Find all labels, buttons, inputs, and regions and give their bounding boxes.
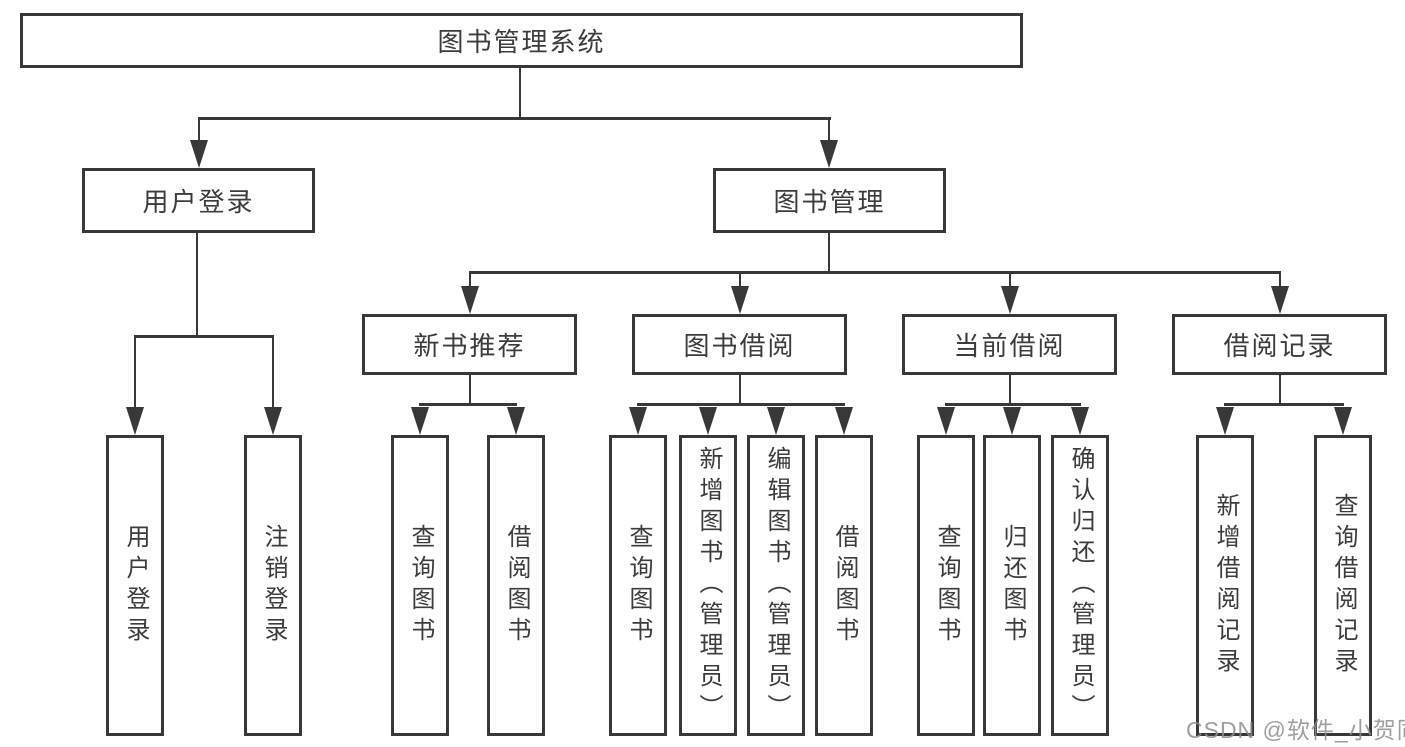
leaf-borrow-books-2-label: 借阅图书 xyxy=(831,523,858,648)
leaf-return-books: 归还图书 xyxy=(983,435,1041,736)
connector-line xyxy=(272,335,274,412)
node-root-label: 图书管理系统 xyxy=(437,27,606,57)
connector-line xyxy=(469,271,1281,274)
node-book-borrow: 图书借阅 xyxy=(632,314,847,375)
connector-line xyxy=(519,68,521,118)
arrowhead xyxy=(835,407,853,435)
arrowhead xyxy=(937,407,955,435)
connector-line xyxy=(739,375,741,404)
leaf-edit-books-admin-label: 编辑图书（管理员） xyxy=(763,446,790,725)
arrowhead xyxy=(264,407,282,435)
connector-line xyxy=(1279,375,1281,404)
leaf-user-login: 用户登录 xyxy=(106,435,164,736)
arrowhead xyxy=(820,140,838,168)
leaf-user-login-label: 用户登录 xyxy=(122,523,149,648)
node-borrow-records-label: 借阅记录 xyxy=(1223,331,1336,361)
connector-line xyxy=(945,403,1081,406)
connector-line xyxy=(198,117,831,120)
arrowhead xyxy=(190,140,208,168)
arrowhead xyxy=(1271,286,1289,314)
connector-line xyxy=(739,271,741,289)
arrowhead xyxy=(767,407,785,435)
leaf-query-borrow-record: 查询借阅记录 xyxy=(1314,435,1372,736)
node-current-borrow: 当前借阅 xyxy=(902,314,1117,375)
leaf-borrow-books-1: 借阅图书 xyxy=(487,435,545,736)
leaf-query-books-3: 查询图书 xyxy=(917,435,975,736)
node-current-borrow-label: 当前借阅 xyxy=(953,331,1066,361)
node-book-management-label: 图书管理 xyxy=(773,187,886,217)
arrowhead xyxy=(1071,407,1089,435)
leaf-return-books-label: 归还图书 xyxy=(999,523,1026,648)
arrowhead xyxy=(629,407,647,435)
arrowhead xyxy=(1001,286,1019,314)
node-user-login: 用户登录 xyxy=(82,168,315,233)
leaf-logout-label: 注销登录 xyxy=(260,523,287,648)
leaf-logout: 注销登录 xyxy=(244,435,302,736)
node-new-book-recommend: 新书推荐 xyxy=(362,314,577,375)
csdn-watermark: CSDN @软件_小贺同学 xyxy=(1186,717,1405,743)
leaf-edit-books-admin: 编辑图书（管理员） xyxy=(747,435,805,736)
arrowhead xyxy=(461,286,479,314)
leaf-add-books-admin-label: 新增图书（管理员） xyxy=(695,446,722,725)
connector-line xyxy=(1009,271,1011,289)
leaf-add-books-admin: 新增图书（管理员） xyxy=(679,435,737,736)
leaf-add-borrow-record-label: 新增借阅记录 xyxy=(1212,492,1239,679)
leaf-confirm-return-admin: 确认归还（管理员） xyxy=(1051,435,1109,736)
leaf-query-books-1-label: 查询图书 xyxy=(407,523,434,648)
node-root: 图书管理系统 xyxy=(20,13,1023,68)
leaf-query-books-1: 查询图书 xyxy=(391,435,449,736)
connector-line xyxy=(1224,403,1344,406)
arrowhead xyxy=(699,407,717,435)
leaf-borrow-books-2: 借阅图书 xyxy=(815,435,873,736)
leaf-query-books-3-label: 查询图书 xyxy=(933,523,960,648)
connector-line xyxy=(1279,271,1281,289)
node-user-login-label: 用户登录 xyxy=(142,187,255,217)
node-borrow-records: 借阅记录 xyxy=(1172,314,1387,375)
arrowhead xyxy=(507,407,525,435)
arrowhead xyxy=(1334,407,1352,435)
arrowhead xyxy=(731,286,749,314)
connector-line xyxy=(469,375,471,404)
leaf-confirm-return-admin-label: 确认归还（管理员） xyxy=(1067,446,1094,725)
arrowhead xyxy=(1003,407,1021,435)
arrowhead xyxy=(1216,407,1234,435)
arrowhead xyxy=(411,407,429,435)
connector-line xyxy=(196,233,198,337)
node-book-management: 图书管理 xyxy=(713,168,946,233)
connector-line xyxy=(469,271,471,289)
connector-line xyxy=(828,233,830,273)
leaf-query-borrow-record-label: 查询借阅记录 xyxy=(1330,492,1357,679)
connector-line xyxy=(134,335,274,338)
leaf-query-books-2-label: 查询图书 xyxy=(625,523,652,648)
node-new-book-recommend-label: 新书推荐 xyxy=(413,331,526,361)
connector-line xyxy=(198,117,200,145)
connector-line xyxy=(419,403,517,406)
connector-line xyxy=(1009,375,1011,404)
connector-line xyxy=(134,335,136,412)
leaf-query-books-2: 查询图书 xyxy=(609,435,667,736)
leaf-borrow-books-1-label: 借阅图书 xyxy=(503,523,530,648)
arrowhead xyxy=(126,407,144,435)
connector-line xyxy=(828,117,830,145)
connector-line xyxy=(637,403,845,406)
leaf-add-borrow-record: 新增借阅记录 xyxy=(1196,435,1254,736)
node-book-borrow-label: 图书借阅 xyxy=(683,331,796,361)
